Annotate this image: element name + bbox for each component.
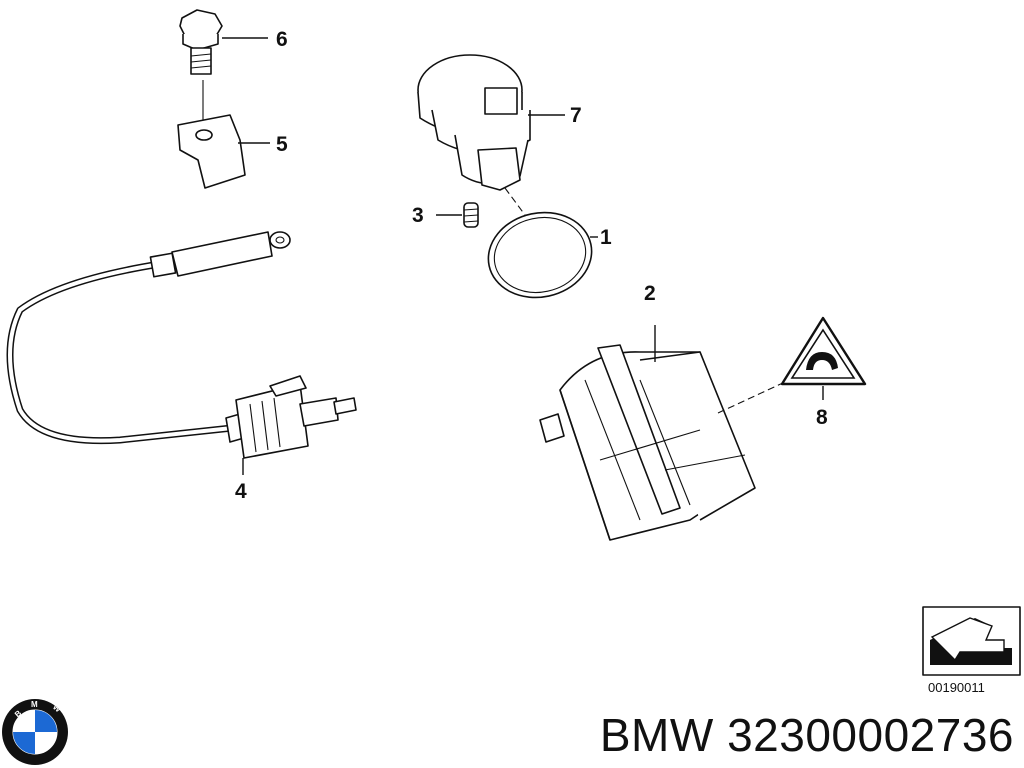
arrow-view-icon bbox=[922, 606, 1021, 676]
bmw-logo: B M W bbox=[2, 699, 68, 765]
caption-part-number: 32300002736 bbox=[727, 709, 1014, 761]
callout-1: 1 bbox=[600, 226, 612, 249]
sensor-cable-part bbox=[6, 231, 357, 475]
callout-8: 8 bbox=[816, 406, 828, 429]
callout-5: 5 bbox=[276, 133, 288, 156]
switch-housing-part bbox=[417, 54, 565, 216]
warning-triangle-icon bbox=[780, 316, 867, 400]
control-module-part bbox=[539, 325, 786, 541]
set-screw-part bbox=[436, 202, 479, 228]
drawing-number: 00190011 bbox=[928, 680, 985, 695]
caption-brand: BMW bbox=[599, 709, 714, 761]
part-caption: BMW 32300002736 bbox=[600, 708, 1014, 762]
bolt-part bbox=[179, 9, 268, 75]
callout-6: 6 bbox=[276, 28, 288, 51]
o-ring-part bbox=[487, 211, 598, 299]
callout-3: 3 bbox=[412, 204, 424, 227]
callout-4: 4 bbox=[235, 480, 247, 503]
svg-text:M: M bbox=[31, 700, 38, 709]
svg-text:B: B bbox=[13, 708, 23, 719]
clip-nut-part bbox=[177, 114, 270, 189]
svg-text:W: W bbox=[51, 703, 63, 715]
callout-7: 7 bbox=[570, 104, 582, 127]
callout-2: 2 bbox=[644, 282, 656, 305]
